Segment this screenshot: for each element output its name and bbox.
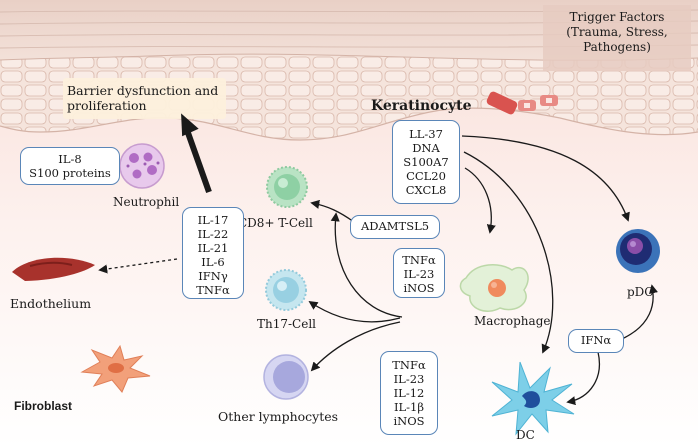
th17-cytokines-box: IL-17 IL-22 IL-21 IL-6 IFNγ TNFα bbox=[182, 207, 244, 299]
endothelium-icon bbox=[12, 257, 95, 281]
adamtsl5-box: ADAMTSL5 bbox=[350, 215, 440, 239]
other-lymphocytes-icon bbox=[263, 354, 309, 400]
ifna-box: IFNα bbox=[568, 329, 624, 353]
other-lymphocytes-label: Other lymphocytes bbox=[218, 409, 339, 424]
barrier-label: Barrier dysfunction and proliferation bbox=[67, 83, 219, 113]
dc-icon bbox=[491, 361, 575, 436]
cd8-t-cell-icon bbox=[266, 166, 308, 208]
macrophage-cytokines-box: TNFα IL-23 iNOS bbox=[393, 248, 445, 298]
th17-label: Th17-Cell bbox=[257, 317, 317, 331]
up-arrowhead-icon bbox=[181, 113, 199, 137]
stratum-corneum bbox=[0, 0, 698, 61]
neutrophil-label: Neutrophil bbox=[113, 195, 180, 209]
endothelium-label: Endothelium bbox=[10, 296, 92, 311]
macrophage-label: Macrophage bbox=[474, 314, 551, 328]
keratinocyte-mediators-box: LL-37 DNA S100A7 CCL20 CXCL8 bbox=[392, 120, 460, 204]
mediator-cxcl8: CXCL8 bbox=[405, 183, 447, 197]
mediator-ccl20: CCL20 bbox=[406, 169, 446, 183]
trigger-factors-label: Trigger Factors (Trauma, Stress, Pathoge… bbox=[566, 10, 668, 54]
keratinocyte-layer bbox=[0, 54, 698, 140]
th17-cell-icon bbox=[265, 269, 307, 311]
fibroblast-icon bbox=[80, 344, 151, 393]
mediator-dna: DNA bbox=[412, 141, 440, 155]
pdc-icon bbox=[616, 229, 660, 273]
pdc-label: pDC bbox=[627, 285, 654, 299]
cd8-label: CD8+ T-Cell bbox=[238, 216, 313, 230]
neutrophil-icon bbox=[119, 143, 165, 189]
dc-label: DC bbox=[516, 428, 535, 442]
keratinocyte-label: Keratinocyte bbox=[371, 98, 472, 114]
mediator-s100a7: S100A7 bbox=[403, 155, 449, 169]
mediator-ll37: LL-37 bbox=[409, 127, 443, 141]
arrows bbox=[98, 128, 658, 406]
barrier-box bbox=[63, 78, 226, 119]
fibroblast-label: Fibroblast bbox=[14, 399, 73, 413]
dc-cytokines-box: TNFα IL-23 IL-12 IL-1β iNOS bbox=[380, 351, 438, 435]
red-blood-cells-icon bbox=[486, 91, 558, 115]
macrophage-icon bbox=[459, 264, 529, 312]
trigger-box bbox=[543, 5, 691, 71]
neutrophil-mediators-box: IL-8 S100 proteins bbox=[20, 147, 120, 185]
